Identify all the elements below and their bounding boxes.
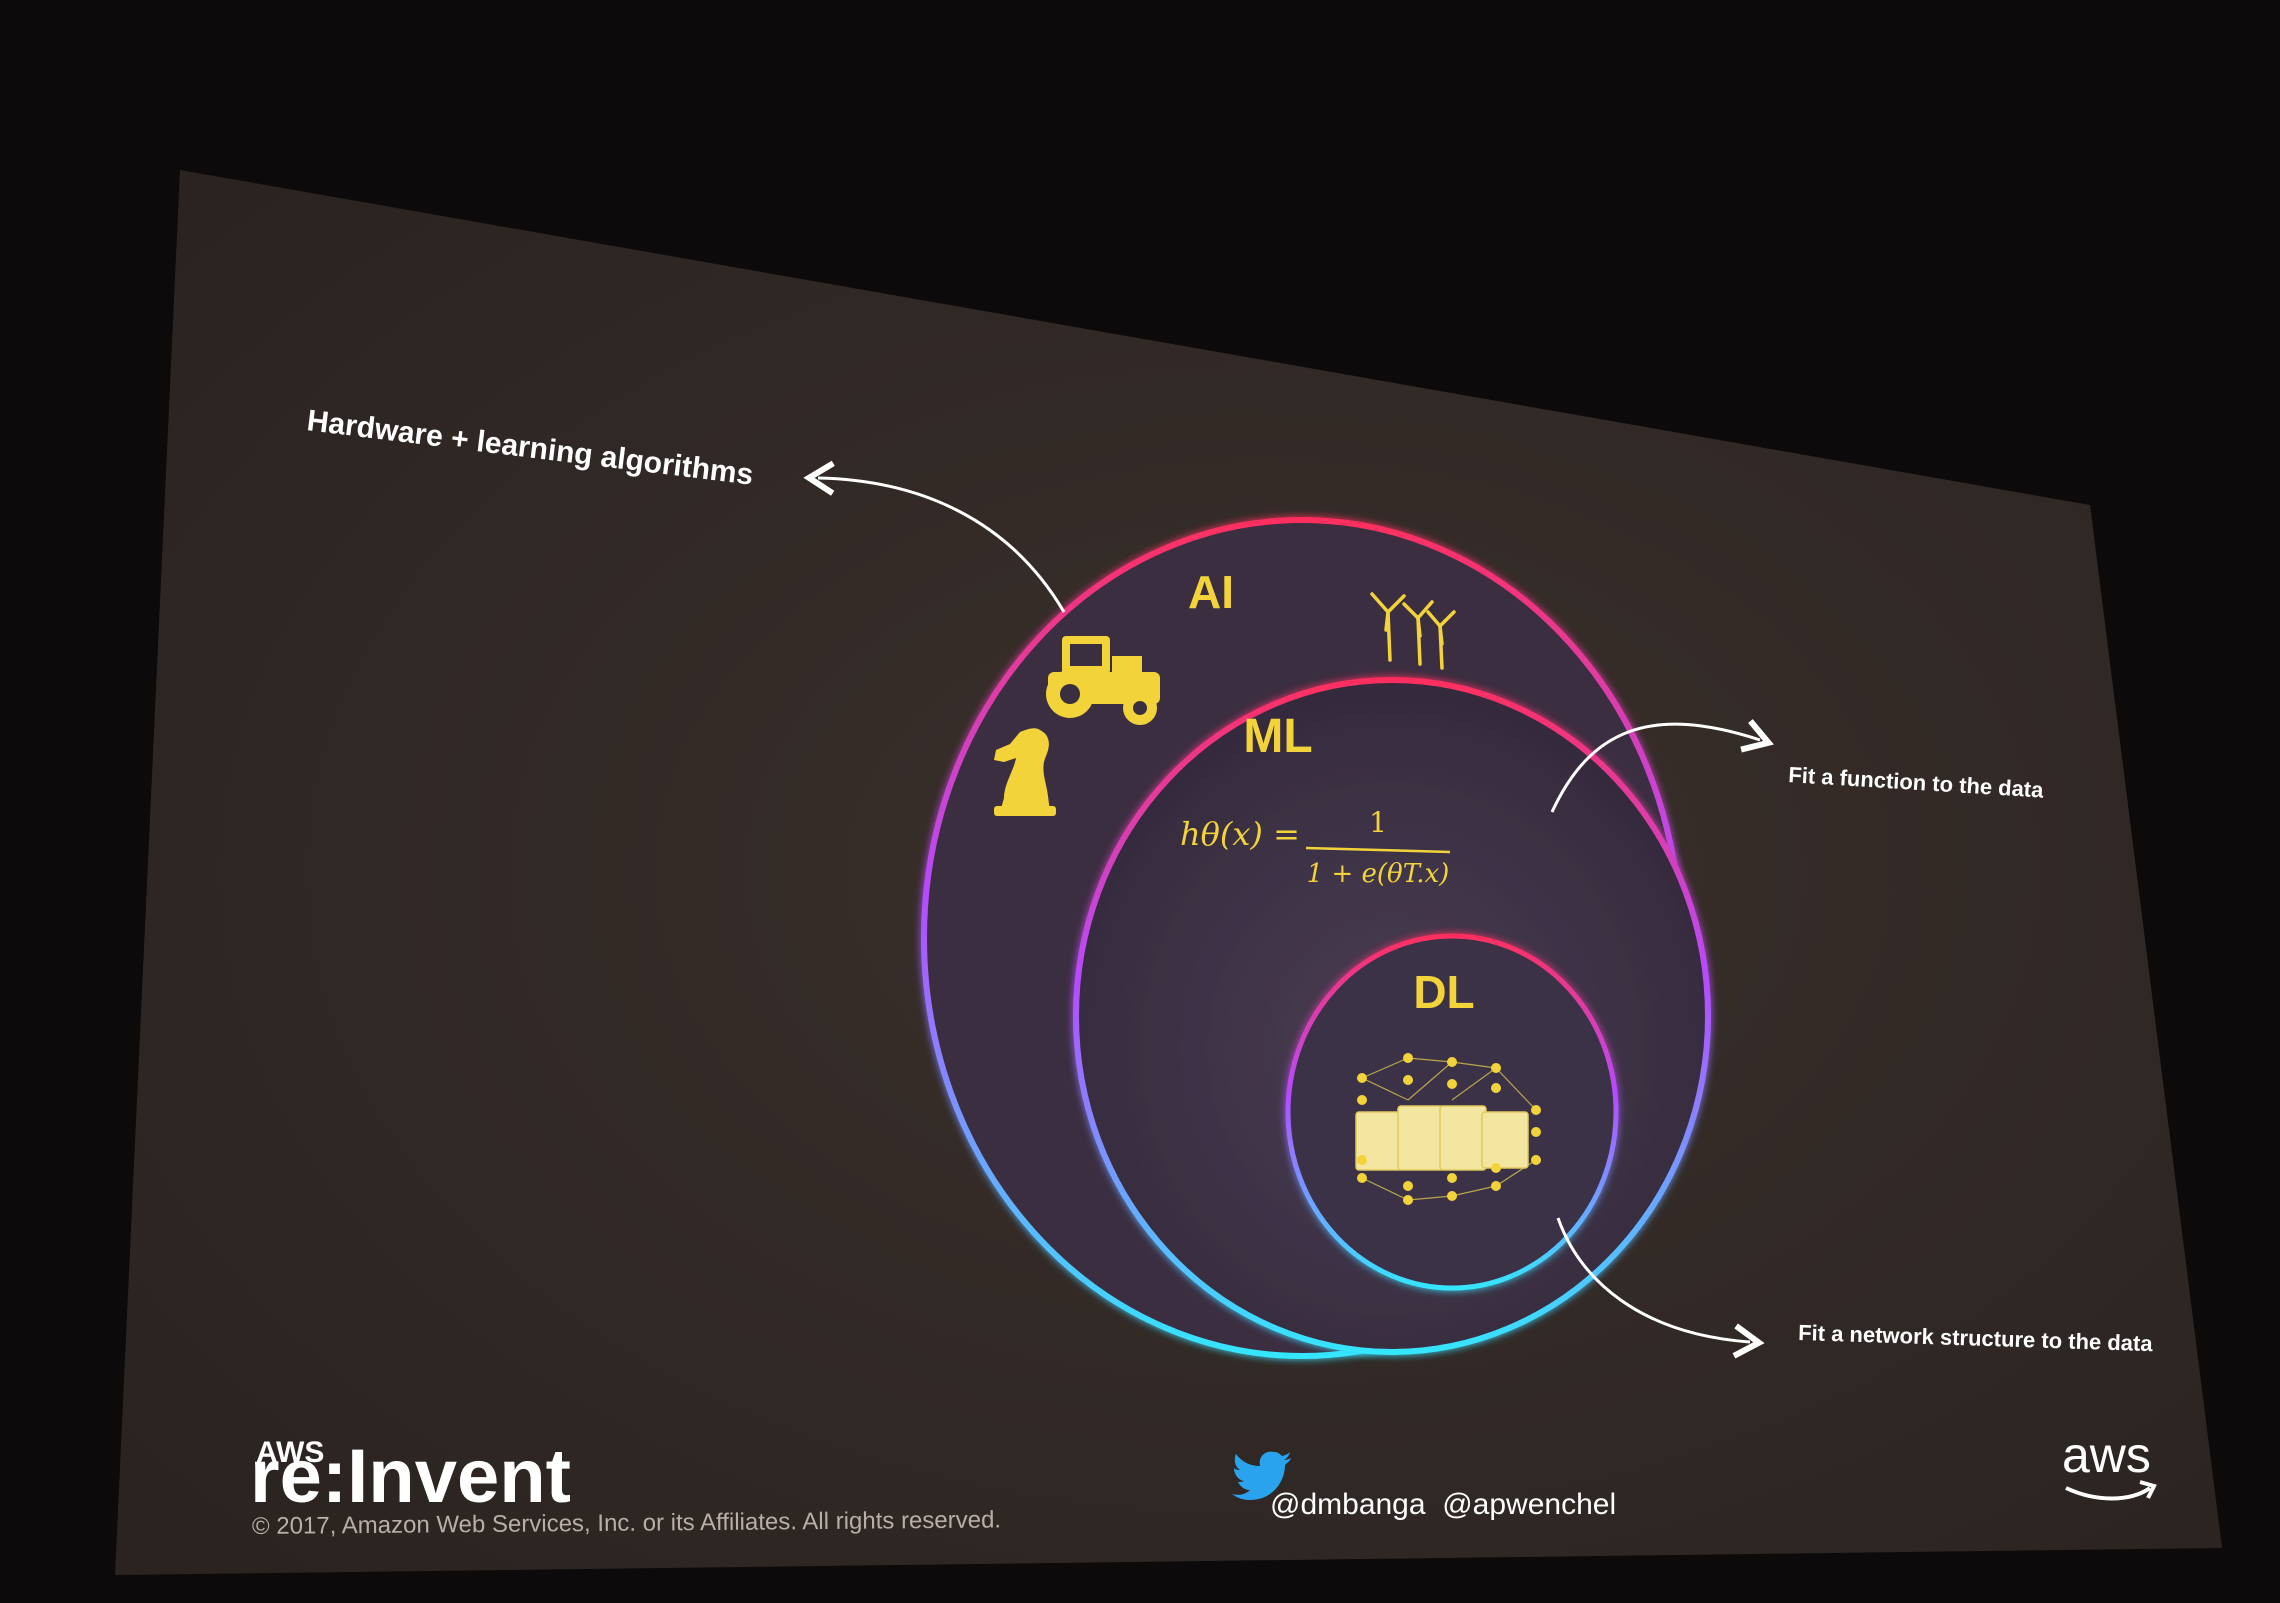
aws-smile-arrow-icon	[2139, 1480, 2157, 1499]
formula-fraction-bar	[1305, 846, 1451, 854]
sigmoid-formula: hθ(x) = 1 1 + e(θT.x)	[1180, 806, 1451, 889]
arrow-ai-to-caption	[803, 460, 1066, 613]
aws-logo-text: aws	[2062, 1427, 2151, 1483]
reinvent-logo: AWS re:Invent	[250, 1434, 571, 1519]
dl-label: DL	[1413, 966, 1474, 1018]
twitter-bird-icon	[1232, 1451, 1291, 1500]
formula-lhs: hθ(x) =	[1180, 815, 1300, 853]
ml-label: ML	[1243, 710, 1312, 763]
arrow-dl-to-caption	[1556, 1217, 1765, 1359]
copyright-text: © 2017, Amazon Web Services, Inc. or its…	[252, 1506, 1001, 1540]
ai-label: AI	[1188, 566, 1234, 618]
aws-logo: aws	[2062, 1427, 2157, 1501]
twitter-handles: @dmbanga @apwenchel	[1270, 1488, 1616, 1521]
chess-knight-icon	[994, 728, 1056, 816]
aws-small-logo-text: AWS	[256, 1436, 324, 1469]
tractor-icon	[1046, 636, 1160, 725]
wind-turbine-icon	[1370, 592, 1456, 670]
formula-denominator: 1 + e(θT.x)	[1307, 859, 1450, 889]
reinvent-logo-text: re:Invent	[250, 1434, 571, 1519]
formula-numerator: 1	[1369, 806, 1387, 839]
neural-network-icon	[1355, 1053, 1541, 1205]
arrow-ml-to-caption	[1550, 719, 1774, 813]
aws-smile-icon	[2065, 1486, 2152, 1501]
